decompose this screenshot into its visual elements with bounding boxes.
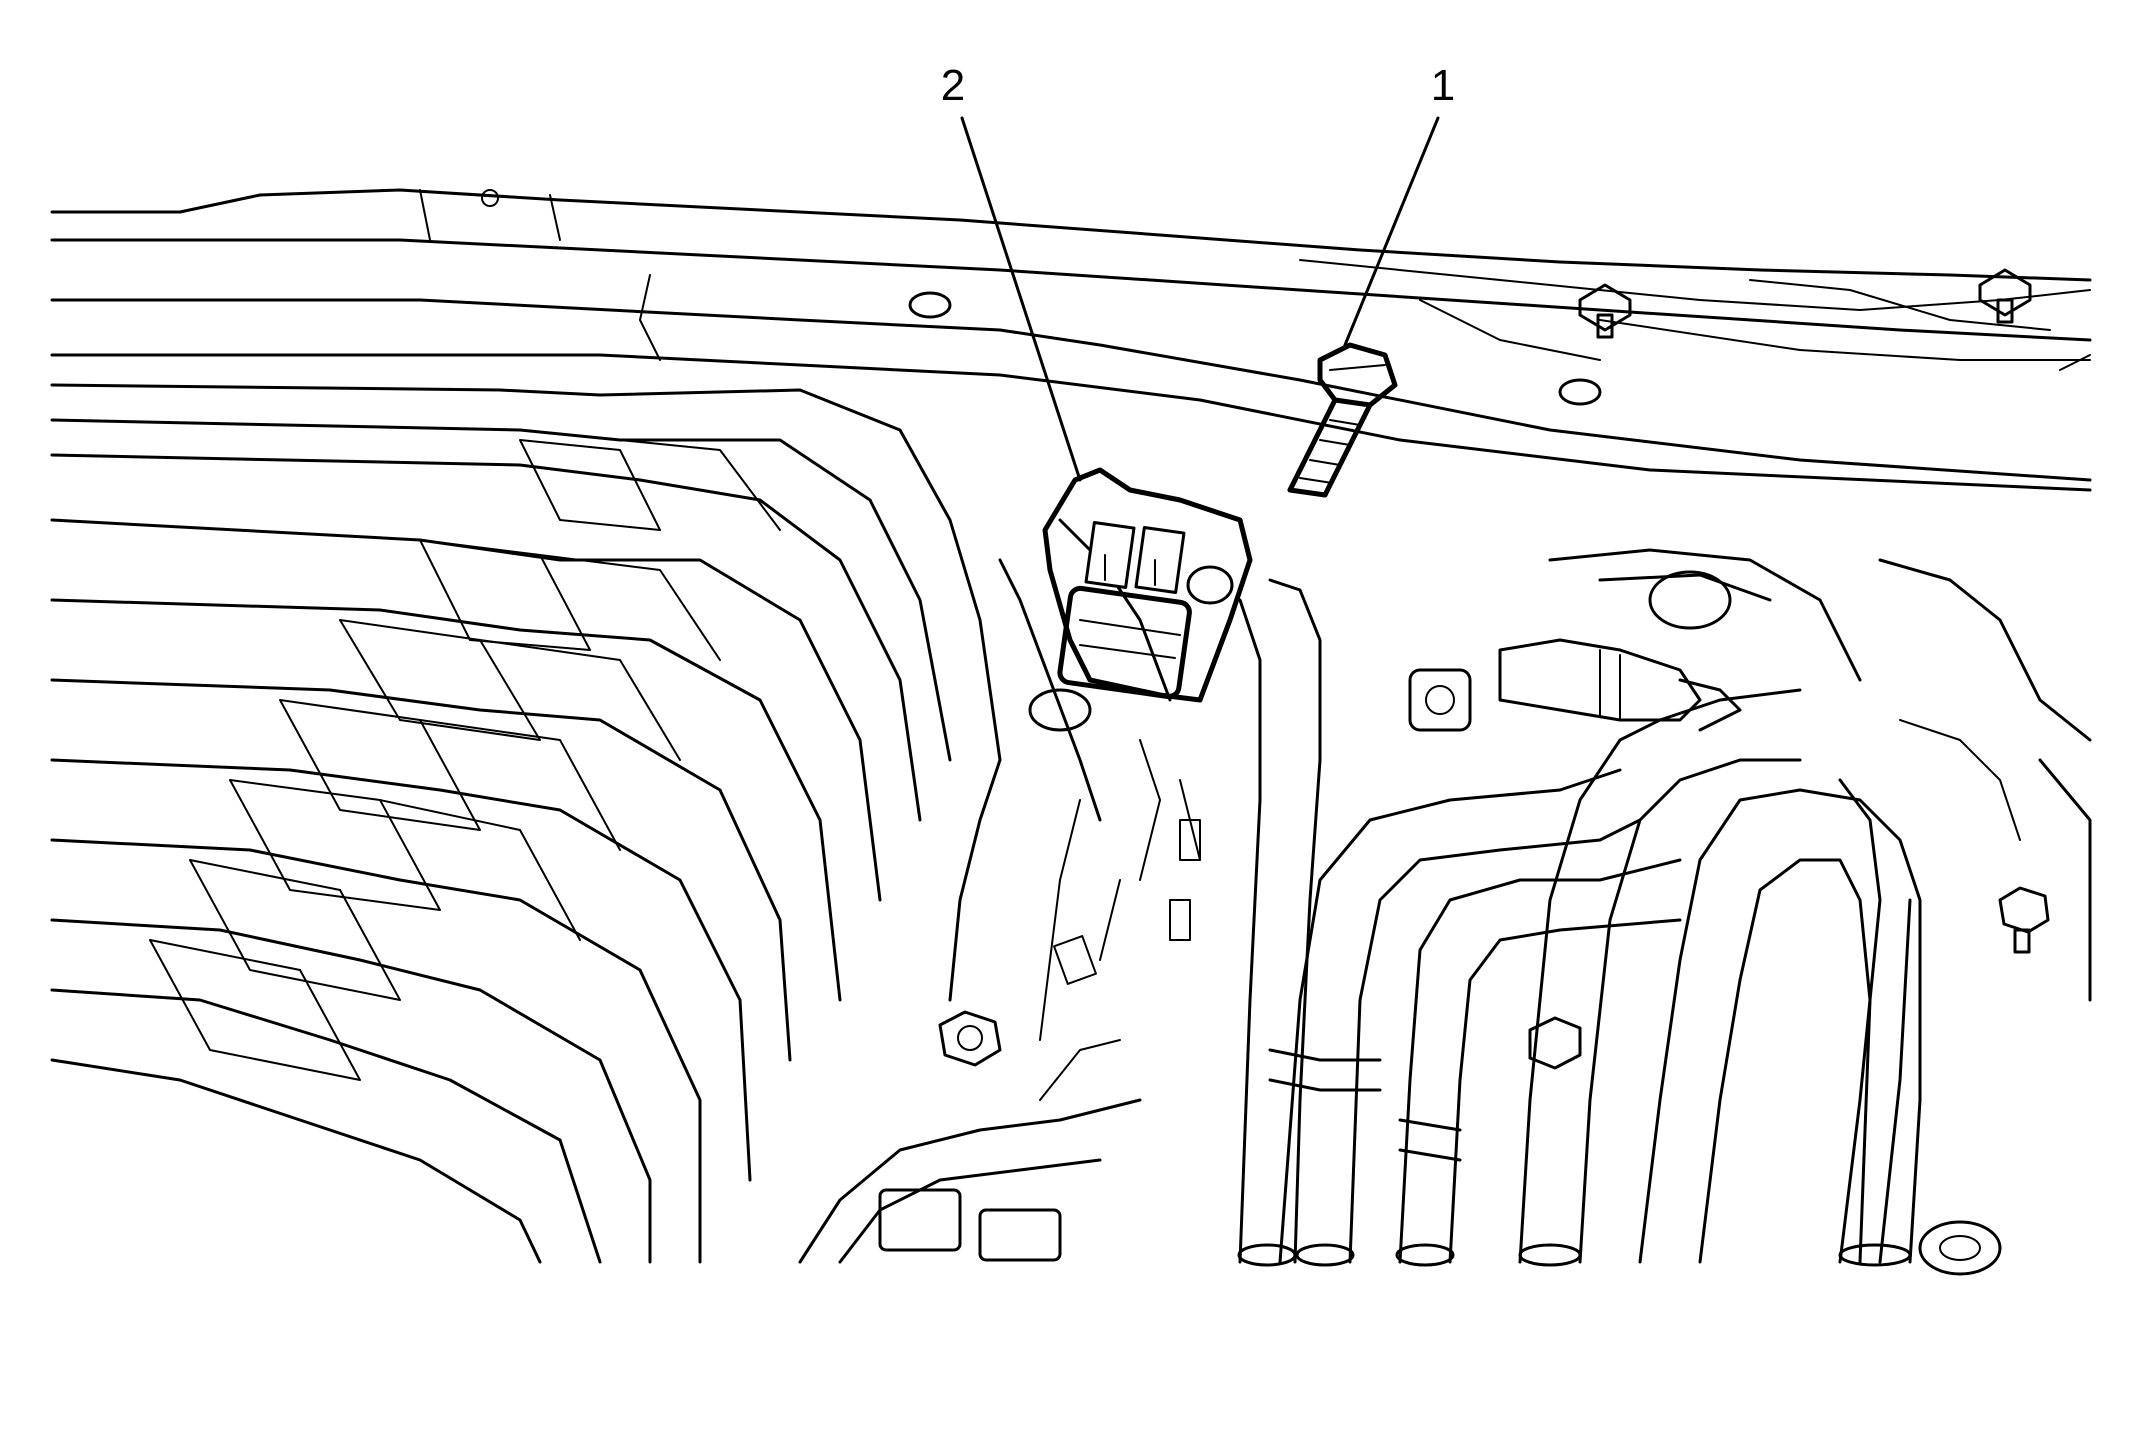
stud-bolt-right-1 bbox=[1578, 283, 1632, 339]
bolt-head-lower-left bbox=[938, 1010, 1002, 1067]
callout-2-label: 2 bbox=[941, 61, 965, 110]
bolt-head-lower-right bbox=[1528, 1016, 1582, 1070]
hoses-and-pipes bbox=[1237, 578, 1922, 1267]
intake-manifold-ribs bbox=[50, 383, 1002, 1264]
electrical-connector bbox=[1042, 467, 1253, 703]
bolt-head-far-right bbox=[1998, 886, 2050, 954]
center-bracket-area bbox=[948, 518, 1201, 1041]
mount-hole-1 bbox=[908, 291, 952, 319]
callout-1-label: 1 bbox=[1431, 61, 1455, 110]
bolt bbox=[1186, 342, 1398, 605]
upper-cross-member bbox=[50, 188, 2092, 492]
callout-1: 1 bbox=[1343, 61, 1455, 347]
sensor-fittings bbox=[938, 548, 2092, 1276]
callout-2: 2 bbox=[941, 61, 1082, 482]
lower-left-harness bbox=[798, 1039, 1142, 1264]
callout-1-leader-line bbox=[1343, 116, 1440, 347]
mount-hole-2 bbox=[1558, 378, 1602, 406]
stud-bolt-right-2 bbox=[1978, 268, 2032, 324]
callout-2-leader-line bbox=[960, 116, 1082, 482]
